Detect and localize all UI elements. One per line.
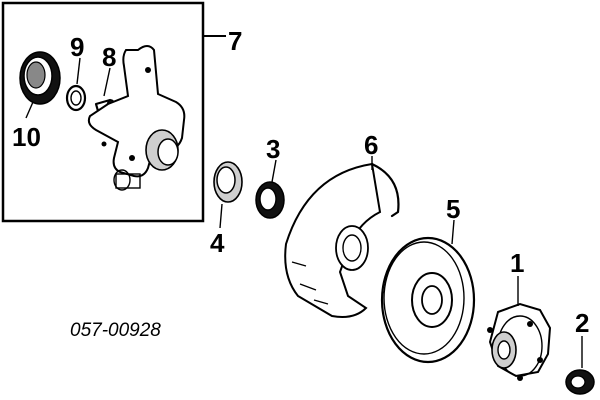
label-2: 2	[575, 308, 589, 338]
part-1-hub	[487, 302, 552, 381]
label-5: 5	[446, 194, 460, 224]
part-10-seal	[19, 51, 61, 105]
label-3: 3	[266, 134, 280, 164]
leader-9	[76, 57, 81, 85]
label-8: 8	[102, 42, 116, 72]
label-1: 1	[510, 248, 524, 278]
leader-3	[271, 159, 277, 183]
part-9-washer	[65, 84, 87, 112]
part-3-bearing	[255, 181, 285, 219]
label-10: 10	[12, 122, 41, 152]
leader-8	[103, 67, 111, 97]
leader-10	[25, 101, 34, 119]
steering-knuckle	[87, 45, 186, 191]
catalog-code: 057-00928	[70, 320, 161, 341]
label-6: 6	[364, 130, 378, 160]
part-4-seal	[213, 161, 243, 203]
label-4: 4	[210, 228, 225, 258]
part-2-bearing	[565, 369, 595, 395]
label-9: 9	[70, 32, 84, 62]
leader-5	[451, 219, 455, 245]
part-5-brake-disc	[380, 236, 476, 364]
leader-4	[219, 203, 223, 229]
label-7: 7	[228, 26, 242, 56]
part-6-dust-shield	[284, 162, 400, 318]
assembly-frame	[1, 1, 205, 223]
